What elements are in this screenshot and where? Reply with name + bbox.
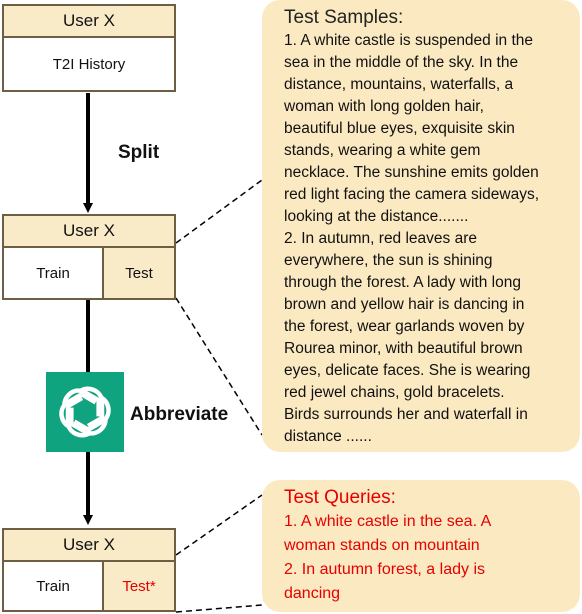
- test-sample-line: 1. A white castle is suspended in the: [284, 32, 534, 49]
- test-queries-title: Test Queries:: [284, 487, 396, 508]
- test-sample-line: sea in the middle of the sky. In the: [284, 54, 519, 71]
- split-label: Split: [118, 142, 160, 163]
- user-box-1-title: User X: [2, 4, 176, 38]
- test-sample-line: distance, mountains, waterfalls, a: [284, 76, 514, 93]
- user-box-2-title: User X: [2, 214, 176, 248]
- test-sample-line: red light facing the camera sideways,: [284, 186, 540, 203]
- train-cell-abbreviated: Train: [2, 560, 104, 612]
- test-sample-line: brown and yellow hair is dancing in: [284, 296, 525, 313]
- test-samples-panel: Test Samples: 1. A white castle is suspe…: [262, 0, 580, 452]
- dashed-connector-query-bottom: [175, 604, 263, 613]
- test-sample-line: everywhere, the sun is shining: [284, 252, 493, 269]
- test-sample-line: distance ......: [284, 428, 372, 445]
- test-sample-line: stands, wearing a white gem: [284, 142, 481, 159]
- test-sample-line: 2. In autumn, red leaves are: [284, 230, 478, 247]
- test-star-cell: Test*: [102, 560, 176, 612]
- test-query-line: woman stands on mountain: [284, 537, 480, 554]
- test-query-line: 2. In autumn forest, a lady is: [284, 561, 485, 578]
- test-samples-body: 1. A white castle is suspended in the sea…: [284, 30, 564, 448]
- test-queries-body: 1. A white castle in the sea. A woman sta…: [284, 510, 564, 606]
- test-sample-line: through the forest. A lady with long: [284, 274, 521, 291]
- test-sample-line: eyes, delicate faces. She is wearing: [284, 362, 531, 379]
- test-sample-line: necklace. The sunshine emits golden: [284, 164, 539, 181]
- user-box-3-title: User X: [2, 528, 176, 562]
- train-cell: Train: [2, 246, 104, 300]
- test-sample-line: looking at the distance.......: [284, 208, 469, 225]
- dashed-connector-top: [175, 179, 263, 244]
- test-query-line: dancing: [284, 585, 341, 602]
- test-sample-line: Rourea minor, with beautiful brown: [284, 340, 523, 357]
- test-query-line: 1. A white castle in the sea. A: [284, 513, 492, 530]
- test-queries-panel: Test Queries: 1. A white castle in the s…: [262, 480, 580, 612]
- test-samples-title: Test Samples:: [284, 7, 404, 28]
- test-sample-line: Birds surrounds her and waterfall in: [284, 406, 528, 423]
- test-cell: Test: [102, 246, 176, 300]
- test-sample-line: woman with long golden hair,: [284, 98, 484, 115]
- t2i-history-cell: T2I History: [2, 36, 176, 92]
- openai-logo-icon: [46, 372, 124, 452]
- test-sample-line: the forest, wear garlands woven by: [284, 318, 525, 335]
- openai-knot-icon: [59, 386, 111, 438]
- dashed-connector-bottom: [175, 297, 263, 436]
- test-sample-line: red jewel chains, gold bracelets.: [284, 384, 505, 401]
- test-sample-line: beautiful blue eyes, exquisite skin: [284, 120, 515, 137]
- dashed-connector-query-top: [175, 494, 263, 556]
- abbreviate-label: Abbreviate: [130, 404, 229, 425]
